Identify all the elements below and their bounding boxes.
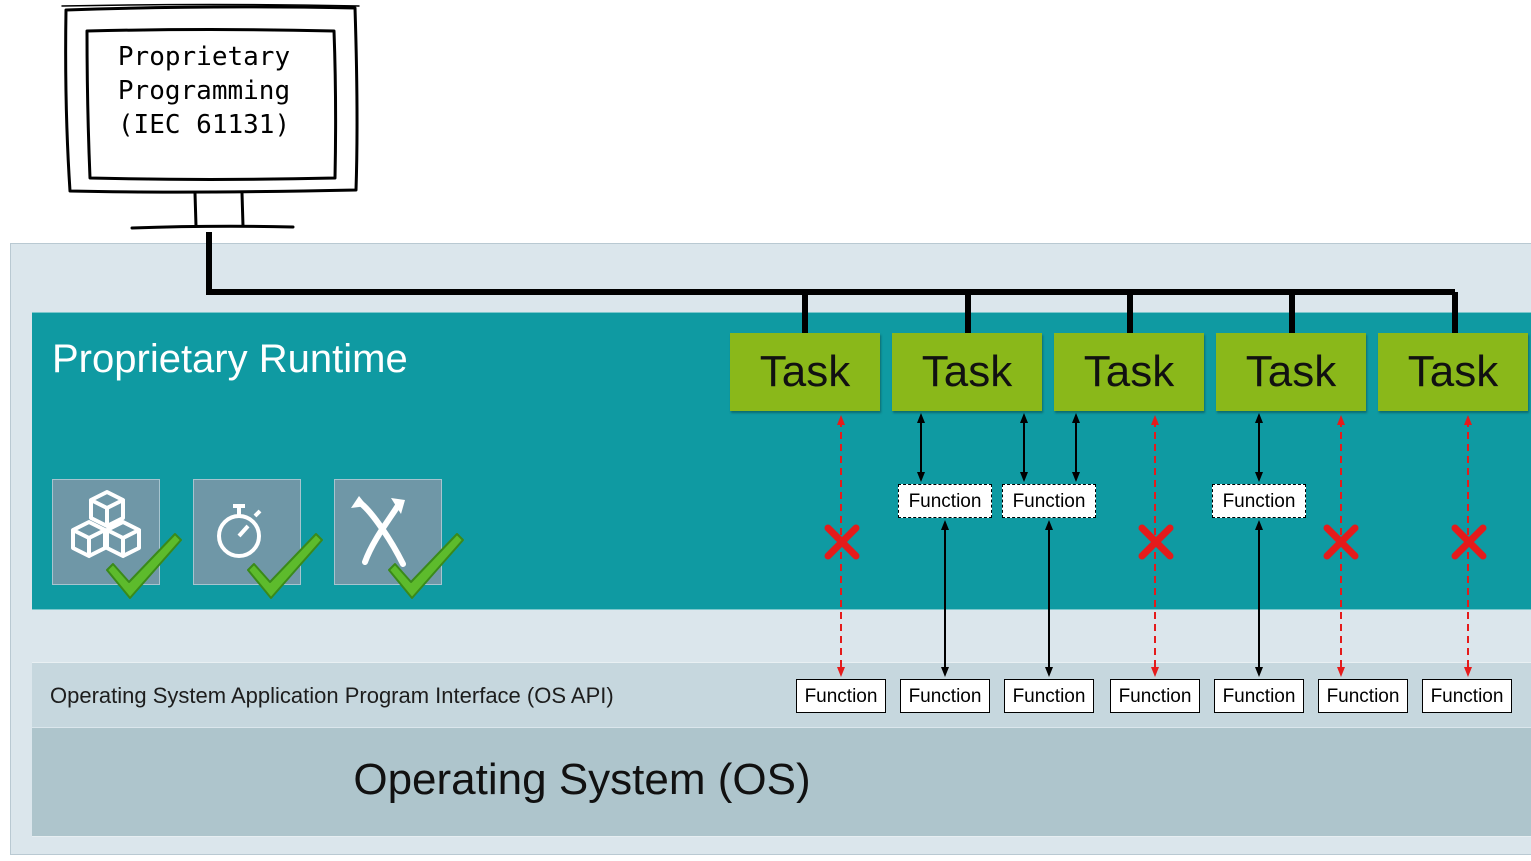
monitor-line: Proprietary: [117, 42, 291, 72]
blocked-x-icon: [1138, 524, 1174, 560]
blocked-x-icon: [824, 524, 860, 560]
blocked-x-icon: [1451, 524, 1487, 560]
api-function-box[interactable]: Function: [1318, 679, 1408, 713]
api-function-box[interactable]: Function: [1110, 679, 1200, 713]
task-box[interactable]: Task: [1216, 333, 1366, 411]
task-box[interactable]: Task: [1054, 333, 1204, 411]
api-function-box[interactable]: Function: [900, 679, 990, 713]
stopwatch-check-icon: [193, 479, 323, 599]
runtime-function-box[interactable]: Function: [898, 484, 992, 518]
operating-system-band: [32, 728, 1531, 837]
monitor-line: Programming: [117, 76, 291, 106]
monitor-line: (IEC 61131): [117, 110, 291, 140]
runtime-function-box[interactable]: Function: [1212, 484, 1306, 518]
api-function-box[interactable]: Function: [1422, 679, 1512, 713]
task-box[interactable]: Task: [730, 333, 880, 411]
operating-system-title: Operating System (OS): [353, 755, 811, 804]
runtime-title: Proprietary Runtime: [52, 337, 408, 381]
monitor-icon: [61, 3, 360, 230]
cubes-check-icon: [52, 479, 182, 599]
api-function-box[interactable]: Function: [1214, 679, 1304, 713]
task-box[interactable]: Task: [892, 333, 1042, 411]
monitor-screen-text: Proprietary Programming (IEC 61131): [92, 40, 316, 142]
api-function-box[interactable]: Function: [1004, 679, 1094, 713]
runtime-function-box[interactable]: Function: [1002, 484, 1096, 518]
task-box[interactable]: Task: [1378, 333, 1528, 411]
api-function-box[interactable]: Function: [796, 679, 886, 713]
blocked-x-icon: [1323, 524, 1359, 560]
crossing-arrows-check-icon: [334, 479, 464, 599]
task-bus: [206, 232, 1458, 333]
os-api-label: Operating System Application Program Int…: [50, 683, 614, 708]
